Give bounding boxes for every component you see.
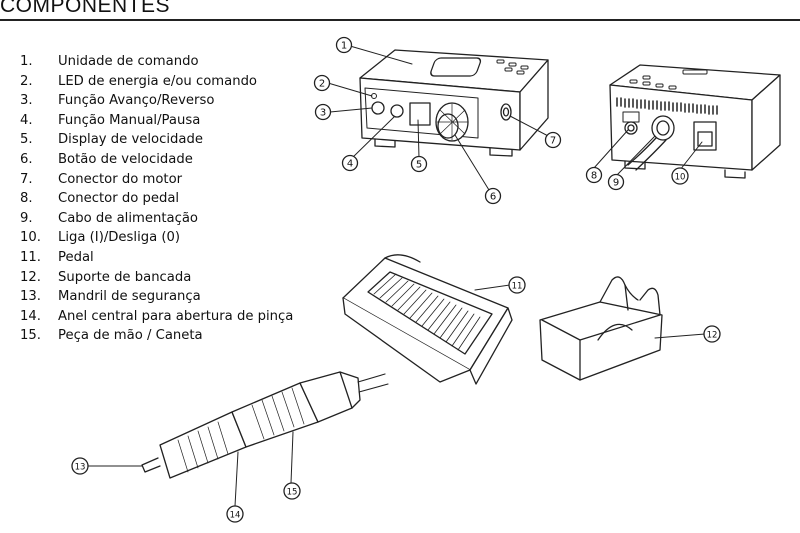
svg-text:10: 10 — [675, 173, 686, 183]
svg-text:11: 11 — [512, 282, 523, 292]
callout-13: 13 — [71, 457, 89, 475]
item-number: 12. — [20, 269, 41, 285]
item-label: Função Manual/Pausa — [58, 112, 201, 128]
item-number: 6. — [20, 151, 33, 167]
svg-text:5: 5 — [416, 160, 422, 171]
item-label: Botão de velocidade — [58, 151, 193, 167]
item-number: 13. — [20, 289, 41, 305]
callout-8: 8 — [585, 166, 603, 184]
list-item: 1. Unidade de comando — [20, 52, 293, 72]
svg-text:1: 1 — [341, 41, 347, 52]
list-item: 10. Liga (I)/Desliga (0) — [20, 228, 293, 248]
callout-15: 15 — [283, 482, 301, 500]
item-label: Liga (I)/Desliga (0) — [58, 230, 181, 246]
svg-text:15: 15 — [287, 488, 298, 498]
callout-14: 14 — [226, 505, 244, 523]
list-item: 6. Botão de velocidade — [20, 150, 293, 170]
item-label: Peça de mão / Caneta — [58, 328, 203, 344]
item-number: 9. — [20, 210, 33, 226]
svg-text:2: 2 — [319, 79, 325, 90]
title-divider — [0, 19, 800, 21]
svg-text:7: 7 — [550, 136, 556, 147]
list-item: 5. Display de velocidade — [20, 130, 293, 150]
list-item: 4. Função Manual/Pausa — [20, 111, 293, 131]
item-number: 14. — [20, 308, 41, 324]
list-item: 11. Pedal — [20, 248, 293, 268]
item-number: 15. — [20, 328, 41, 344]
item-label: Mandril de segurança — [58, 289, 201, 305]
item-label: Display de velocidade — [58, 132, 203, 148]
callout-12: 12 — [703, 325, 721, 343]
callout-5: 5 — [410, 155, 428, 173]
callout-3: 3 — [314, 103, 332, 121]
svg-text:8: 8 — [591, 171, 597, 182]
list-item: 3. Função Avanço/Reverso — [20, 91, 293, 111]
list-item: 8. Conector do pedal — [20, 189, 293, 209]
leader-lines — [87, 45, 706, 507]
svg-text:12: 12 — [707, 331, 718, 341]
list-item: 7. Conector do motor — [20, 170, 293, 190]
item-label: Unidade de comando — [58, 54, 199, 69]
item-label: Suporte de bancada — [58, 269, 192, 285]
item-label: Cabo de alimentação — [58, 210, 198, 226]
handpiece — [141, 371, 389, 479]
callout-6: 6 — [484, 187, 502, 205]
list-item: 12. Suporte de bancada — [20, 268, 293, 288]
item-label: Função Avanço/Reverso — [58, 93, 215, 109]
item-number: 10. — [20, 230, 41, 246]
svg-text:9: 9 — [613, 178, 619, 189]
bench-support — [539, 276, 663, 381]
control-unit-rear — [609, 64, 781, 179]
list-item: 14. Anel central para abertura de pinça — [20, 307, 293, 327]
svg-text:6: 6 — [490, 192, 496, 203]
item-number: 4. — [20, 112, 33, 128]
item-label: Conector do pedal — [58, 191, 180, 207]
callout-2: 2 — [313, 74, 331, 92]
callout-11: 11 — [508, 276, 526, 294]
callout-7: 7 — [544, 131, 562, 149]
item-number: 2. — [20, 73, 33, 89]
svg-text:4: 4 — [347, 159, 353, 170]
item-label: Anel central para abertura de pinça — [58, 308, 294, 324]
callout-10: 10 — [671, 167, 689, 185]
page-title: COMPONENTES — [0, 0, 171, 17]
item-label: Conector do motor — [58, 171, 183, 187]
item-label: Pedal — [58, 249, 94, 265]
list-item: 2. LED de energia e/ou comando — [20, 72, 293, 92]
control-unit-front — [359, 49, 549, 157]
item-number: 8. — [20, 191, 33, 207]
item-number: 7. — [20, 171, 33, 187]
list-item: 13. Mandril de segurança — [20, 287, 293, 307]
components-list: 1. Unidade de comando 2. LED de energia e/… — [20, 52, 293, 346]
list-item: 15. Peça de mão / Caneta — [20, 326, 293, 346]
svg-text:14: 14 — [230, 511, 241, 521]
callout-4: 4 — [341, 154, 359, 172]
item-label: LED de energia e/ou comando — [58, 73, 258, 89]
foot-pedal — [342, 254, 513, 385]
item-number: 11. — [20, 249, 41, 265]
callout-9: 9 — [607, 173, 625, 191]
callout-1: 1 — [335, 36, 353, 54]
item-number: 3. — [20, 93, 33, 109]
svg-text:13: 13 — [75, 463, 86, 473]
callouts: 1 2 3 4 5 6 7 8 9 10 11 12 13 14 15 — [71, 36, 721, 523]
svg-text:3: 3 — [320, 108, 326, 119]
list-item: 9. Cabo de alimentação — [20, 209, 293, 229]
item-number: 1. — [20, 54, 33, 69]
item-number: 5. — [20, 132, 33, 148]
